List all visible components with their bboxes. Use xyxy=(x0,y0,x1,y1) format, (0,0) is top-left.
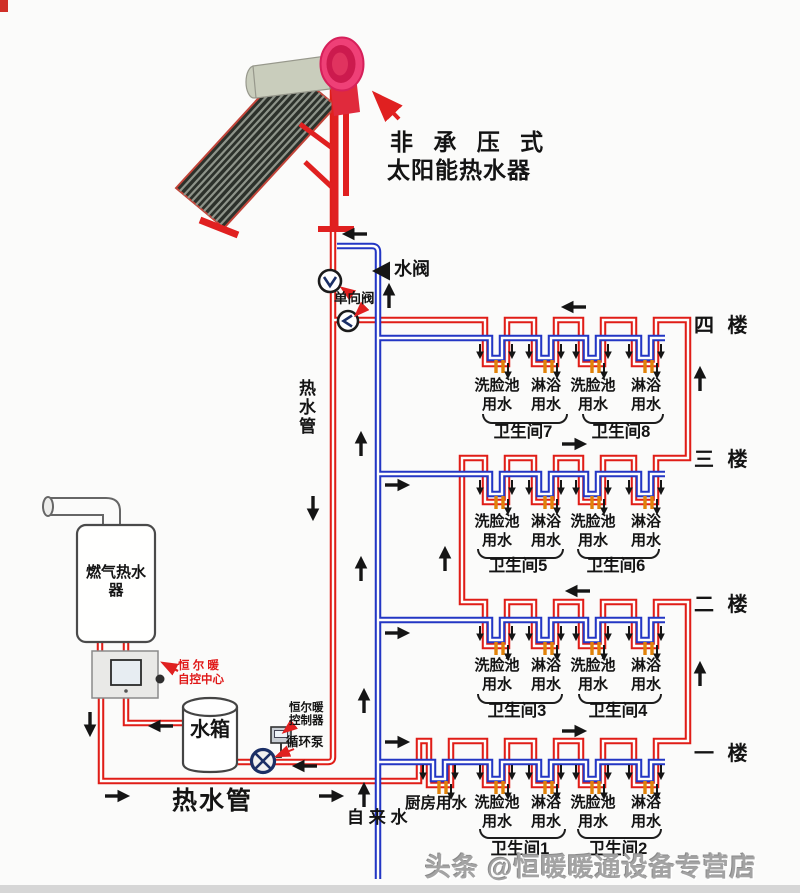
fixture-label: 洗脸池 用水 xyxy=(474,513,520,549)
room-label: 卫生间6 xyxy=(586,557,646,575)
fixture-label: 洗脸池 用水 xyxy=(570,377,616,413)
fixture-label: 洗脸池 用水 xyxy=(570,794,616,830)
title-line1: 非 承 压 式 xyxy=(390,129,551,155)
tap-water-label: 自 来 水 xyxy=(347,808,408,827)
check-valve-label: 单向阀 xyxy=(334,291,375,306)
annotation-arrows xyxy=(160,90,403,758)
water-tank xyxy=(181,696,239,774)
watermark: 头条 @恒暖暖通设备专营店 xyxy=(425,852,757,882)
cold-pipe-highlight xyxy=(337,244,665,879)
control-center-box xyxy=(91,650,165,699)
tank-label: 水箱 xyxy=(190,719,230,741)
room-brace xyxy=(479,829,566,839)
floor-label-2: 二 楼 xyxy=(694,594,752,616)
water-valve-icon xyxy=(372,261,390,281)
floor-label-1: 一 楼 xyxy=(694,743,752,765)
hot-pipe-vertical-label: 热 水 管 xyxy=(299,379,316,436)
image-bottom-edge xyxy=(0,885,800,893)
circulation-pump xyxy=(249,747,277,775)
control-center-label: 恒 尔 暖 自控中心 xyxy=(178,660,224,686)
fixture-label: 洗脸池 用水 xyxy=(570,513,616,549)
room-label: 卫生间8 xyxy=(591,423,651,441)
fixture-label: 洗脸池 用水 xyxy=(474,794,520,830)
fixture-label: 洗脸池 用水 xyxy=(474,377,520,413)
hot-pipe-bottom-label: 热水管 xyxy=(172,787,254,815)
fixture-label: 淋浴 用水 xyxy=(530,377,561,413)
water-valve-label: 水阀 xyxy=(394,259,430,279)
room-label: 卫生间3 xyxy=(487,702,547,720)
controller-label: 恒尔暖 控制器 xyxy=(289,702,324,727)
fixture-label: 淋浴 用水 xyxy=(630,377,661,413)
room-brace xyxy=(577,829,662,839)
title-line2: 太阳能热水器 xyxy=(387,157,531,183)
room-label: 卫生间7 xyxy=(493,423,553,441)
room-label: 卫生间1 xyxy=(490,840,550,858)
fixture-label: 洗脸池 用水 xyxy=(474,657,520,693)
kitchen-label: 厨房用水 xyxy=(405,795,468,812)
room-label: 卫生间2 xyxy=(588,840,648,858)
fixture-label: 淋浴 用水 xyxy=(630,794,661,830)
control-knob xyxy=(155,674,165,684)
pump-label: 循环泵 xyxy=(286,735,324,749)
floor-label-3: 三 楼 xyxy=(694,449,752,471)
solar-collector xyxy=(174,36,365,239)
gas-water-heater xyxy=(42,496,157,644)
check-valve-icon-upper xyxy=(317,268,343,294)
gas-heater-label: 燃气热水器 xyxy=(85,564,146,599)
fixture-label: 淋浴 用水 xyxy=(530,794,561,830)
fixture-label: 淋浴 用水 xyxy=(530,513,561,549)
control-screen xyxy=(110,659,142,686)
fixture-label: 淋浴 用水 xyxy=(630,657,661,693)
check-valve-icon-lower xyxy=(336,309,360,333)
room-label: 卫生间4 xyxy=(588,702,648,720)
corner-artifact xyxy=(0,0,8,12)
fixture-label: 淋浴 用水 xyxy=(630,513,661,549)
floor-label-4: 四 楼 xyxy=(694,315,752,337)
solar-tank xyxy=(245,36,365,116)
chimney-cap xyxy=(42,496,54,517)
room-label: 卫生间5 xyxy=(488,557,548,575)
fixture-label: 淋浴 用水 xyxy=(530,657,561,693)
fixture-label: 洗脸池 用水 xyxy=(570,657,616,693)
